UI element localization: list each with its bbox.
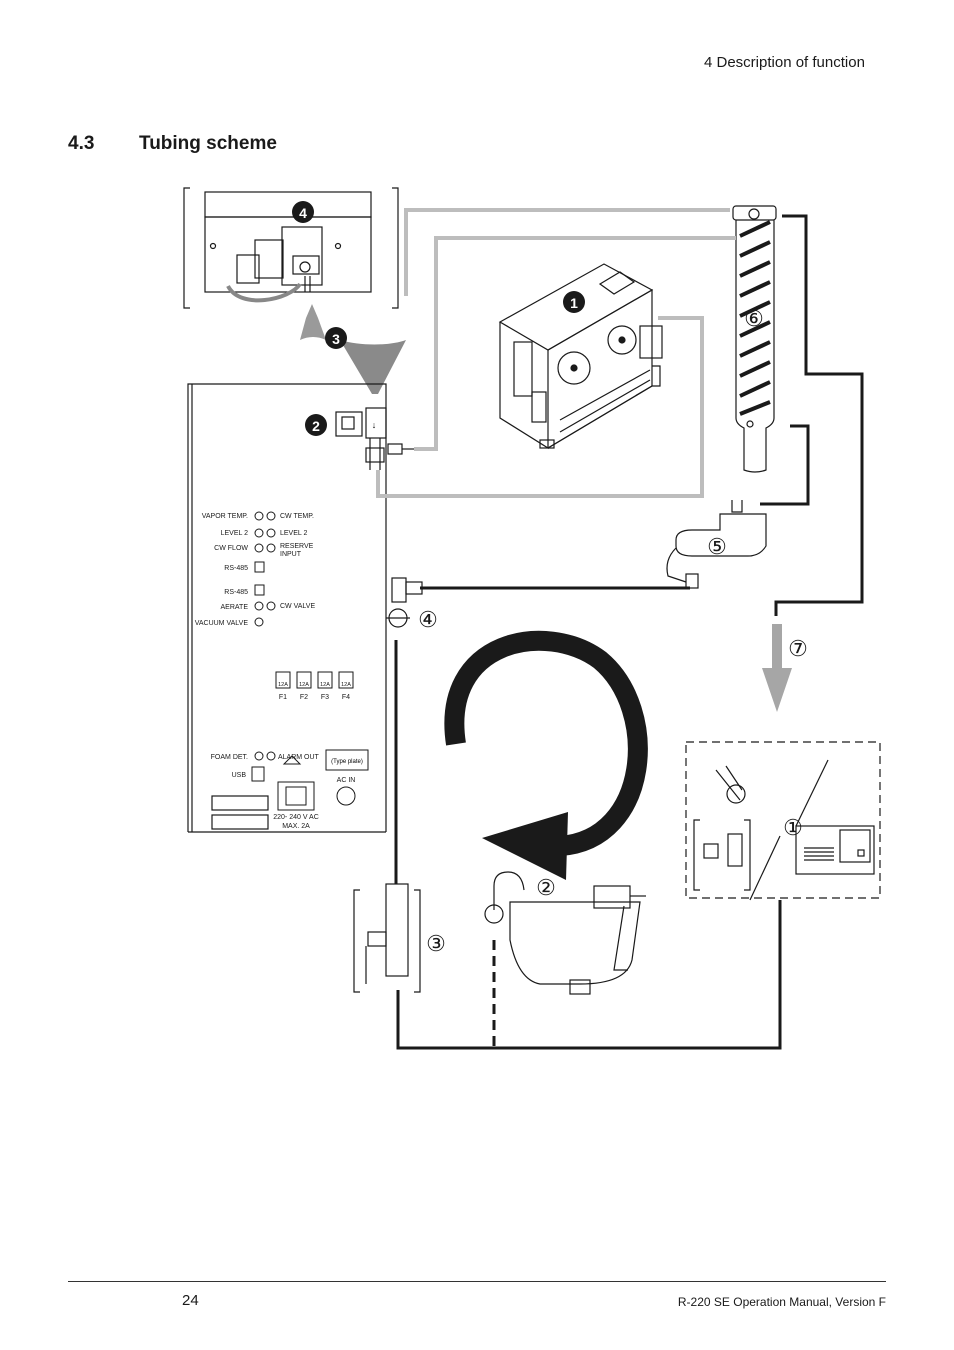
panel-label-reserve: RESERVE [280,543,314,550]
panel-label-rs485-a: RS-485 [224,565,248,572]
panel-label-rs485-b: RS-485 [224,589,248,596]
panel-label-max-current: MAX. 2A [282,823,310,830]
water-tap-sink [484,871,646,995]
callout-outlined-1: ① [783,815,803,840]
panel-label-ac-in: AC IN [337,777,356,784]
callout-outlined-2: ② [536,875,556,900]
panel-label-vacuum-valve: VACUUM VALVE [195,620,249,627]
vacuum-pump [498,263,663,450]
tubing-lines [376,208,864,1050]
fuse-label-f3: F3 [321,694,329,701]
flow-arrow-glyph: ↓ [372,420,377,430]
footer-document-title: R-220 SE Operation Manual, Version F [677,1295,886,1309]
flow-direction-arrow [762,624,792,712]
fuse-rating-1: 12A [278,682,288,688]
recirculation-arrowhead [482,812,568,880]
callout-filled-4: 4 [299,205,307,221]
fuse-rating-3: 12A [320,682,330,688]
callout-outlined-7: ⑦ [788,636,808,661]
fuse-rating-2: 12A [299,682,309,688]
section-title: 4.3 Tubing scheme [68,133,277,155]
vapor-flow-arrow-down [340,340,406,394]
fuse-rating-4: 12A [341,682,351,688]
chapter-header: 4 Description of function [704,54,865,71]
callout-filled-1: 1 [570,295,578,311]
vapor-flow-arrow-up [300,304,326,340]
panel-label-level2-right: LEVEL 2 [280,530,307,537]
callout-outlined-3: ③ [426,931,446,956]
callout-filled-3: 3 [332,331,340,347]
panel-label-alarm-out: ALARM OUT [278,754,320,761]
panel-label-usb: USB [232,772,247,779]
footer-rule [68,1281,886,1282]
recirculation-arrow [444,630,648,856]
control-unit [187,383,414,833]
callouts-filled: 4 1 3 2 [292,201,585,436]
section-title-text: Tubing scheme [139,133,277,154]
callout-outlined-5: ⑤ [707,534,727,559]
panel-label-vapor-temp: VAPOR TEMP. [202,513,248,520]
fuse-label-f4: F4 [342,694,350,701]
section-number: 4.3 [68,133,95,154]
receiving-flask [666,500,767,589]
panel-label-cw-valve: CW VALVE [280,603,315,610]
callout-outlined-4: ④ [418,607,438,632]
condenser-coil [739,220,771,416]
condenser [732,205,777,473]
pressure-sensor [353,883,421,993]
callout-filled-2: 2 [312,418,320,434]
panel-label-input: INPUT [280,551,302,558]
fuse-label-f1: F1 [279,694,287,701]
valve-tee-piece [386,577,423,628]
panel-connectors [251,511,369,811]
chiller-box [685,741,881,901]
callout-outlined-6: ⑥ [744,306,764,331]
panel-label-cw-flow: CW FLOW [214,545,248,552]
panel-label-voltage: 220- 240 V AC [273,814,319,821]
fuse-label-f2: F2 [300,694,308,701]
fuse-block: 12A 12A 12A 12A [275,671,354,689]
panel-label-aerate: AERATE [221,604,249,611]
type-plate-label: (Type plate) [331,759,363,765]
callouts-outlined: ⑥ ⑤ ④ ⑦ ① ② ③ [418,306,808,956]
panel-label-cw-temp: CW TEMP. [280,513,314,520]
fuse-labels: F1 F2 F3 F4 [279,694,350,701]
panel-label-level2-left: LEVEL 2 [221,530,248,537]
panel-label-foam-det: FOAM DET. [211,754,248,761]
rear-panel: VAPOR TEMP. CW TEMP. LEVEL 2 LEVEL 2 CW … [195,513,356,830]
top-unit-view [183,187,399,309]
page-number: 24 [182,1292,199,1309]
